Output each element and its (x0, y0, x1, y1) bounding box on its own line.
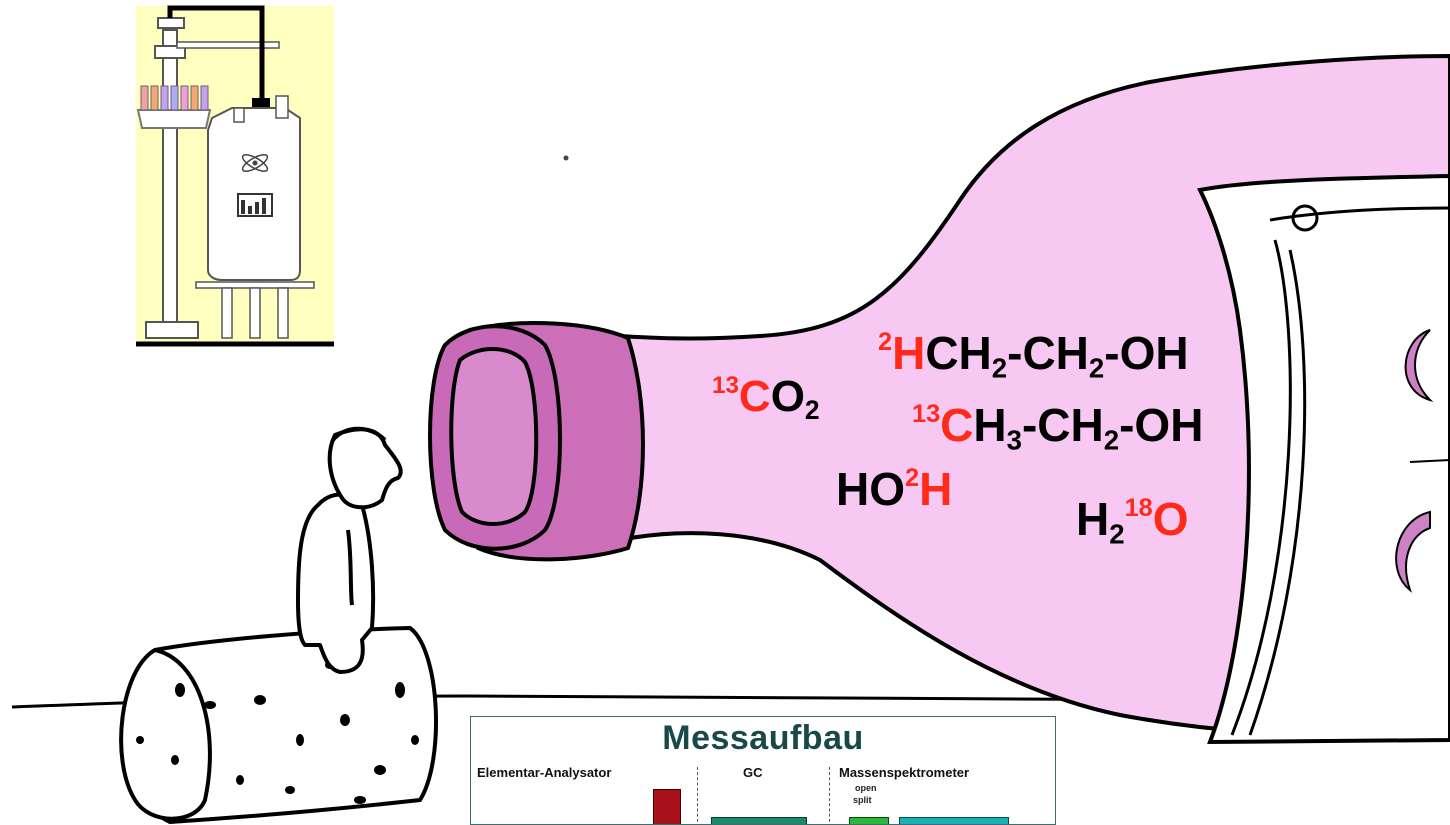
man-hair (331, 426, 387, 442)
bottle-opening-inner (449, 347, 539, 526)
sample-tubes (140, 85, 209, 111)
open-split-block (849, 817, 889, 824)
formula-ho2h: HO2H (836, 463, 953, 515)
panel-title: Messaufbau (662, 719, 864, 757)
isotope-number: 18 (1124, 494, 1153, 523)
formula-subscript: 3 (1006, 424, 1022, 456)
man-body (296, 492, 376, 674)
isotope-element: C (940, 399, 974, 451)
formula-text: -OH (1119, 399, 1204, 451)
label-ornament (1291, 204, 1319, 232)
formula-deuterated-ethanol: 2HCH2-CH2-OH (878, 327, 1189, 384)
formula-13co2: 13CO2 (712, 372, 820, 426)
formula-text: -CH (1007, 327, 1089, 379)
man-figure (296, 426, 403, 674)
isotope-element: C (738, 372, 771, 422)
reactor-block (653, 789, 681, 824)
label-mass-spectrometer: Massenspektrometer (839, 765, 970, 780)
label-decor-top (1404, 329, 1434, 403)
formula-text: CH (925, 327, 992, 379)
gc-block (711, 817, 807, 824)
measurement-setup-panel: Messaufbau Elementar-Analysator GC Masse… (470, 716, 1056, 825)
formula-text: HO (836, 463, 905, 515)
formula-subscript: 2 (1109, 518, 1125, 550)
label-split: split (853, 795, 872, 805)
label-elemental-analyzer: Elementar-Analysator (477, 765, 612, 780)
label-gc: GC (743, 765, 763, 780)
atom-icon (241, 154, 269, 172)
isotope-element: H (919, 463, 953, 515)
formula-h2-18o: H218O (1076, 493, 1189, 550)
bottle-label (1197, 173, 1450, 745)
formula-text: -OH (1104, 327, 1189, 379)
divider (829, 767, 830, 824)
formula-subscript: 2 (1103, 424, 1120, 456)
formula-13c-ethanol: 13CH3-CH2-OH (912, 399, 1204, 456)
nmr-spectrometer-illustration (136, 5, 334, 347)
formula-text: H (1076, 493, 1110, 545)
label-decor-bottom (1395, 510, 1431, 593)
cork-illustration (119, 625, 439, 825)
isotope-number: 2 (905, 464, 920, 493)
wine-bottle-illustration (428, 53, 1450, 745)
formula-text: -CH (1021, 399, 1104, 451)
formula-text: H (973, 399, 1007, 451)
divider (697, 767, 698, 824)
isotope-element: H (892, 327, 926, 379)
ms-block (899, 817, 1009, 824)
isotope-element: O (1152, 493, 1189, 545)
man-arm (346, 529, 354, 606)
isotope-number: 13 (912, 400, 941, 429)
label-open: open (855, 783, 877, 793)
formula-text: O (770, 372, 805, 422)
cork-end (119, 647, 212, 821)
formula-subscript: 2 (1088, 352, 1105, 384)
formula-subscript: 2 (991, 352, 1008, 384)
isotope-number: 13 (712, 372, 739, 399)
label-line (1409, 459, 1450, 463)
formula-subscript: 2 (804, 395, 820, 426)
man-head (327, 427, 403, 510)
dust-speck (563, 155, 569, 161)
isotope-number: 2 (878, 328, 893, 357)
nmr-display-icon (237, 193, 273, 217)
